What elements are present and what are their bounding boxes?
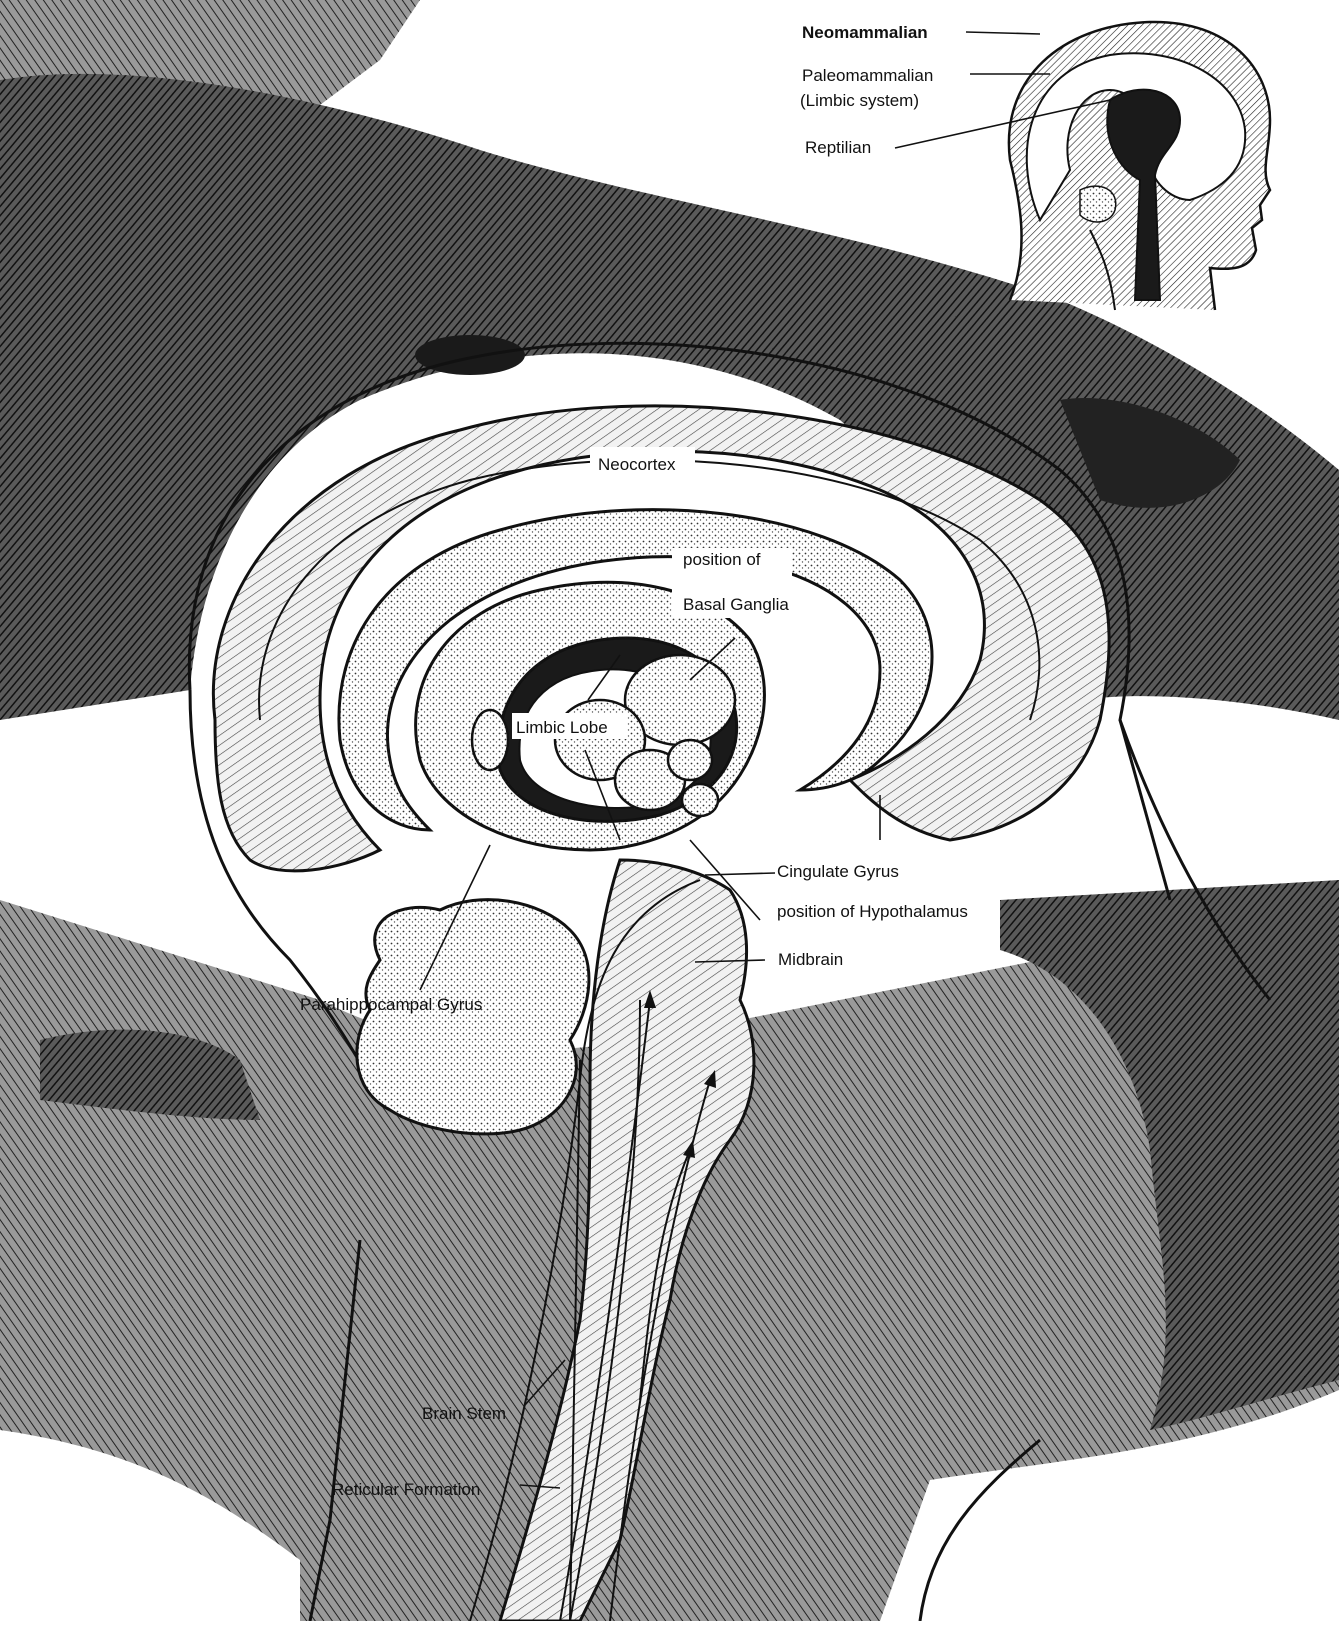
label-basal-ganglia: Basal Ganglia [683, 595, 789, 614]
label-limbic-system: (Limbic system) [800, 91, 919, 110]
parahippocampal-gyrus-shape [357, 900, 589, 1134]
label-cingulate-gyrus: Cingulate Gyrus [777, 862, 899, 881]
label-neomammalian: Neomammalian [802, 23, 928, 42]
inset-labels: Neomammalian Paleomammalian (Limbic syst… [800, 23, 933, 157]
label-brain-stem: Brain Stem [422, 1404, 506, 1423]
label-midbrain: Midbrain [778, 950, 843, 969]
label-paleomammalian: Paleomammalian [802, 66, 933, 85]
label-parahippocampal-gyrus: Parahippocampal Gyrus [300, 995, 482, 1014]
label-neocortex: Neocortex [598, 455, 676, 474]
inset-head-diagram [1009, 22, 1270, 310]
label-limbic-lobe: Limbic Lobe [516, 718, 608, 737]
label-position-of-basal: position of [683, 550, 761, 569]
label-hypothalamus: position of Hypothalamus [777, 902, 968, 921]
label-reptilian: Reptilian [805, 138, 871, 157]
label-reticular-formation: Reticular Formation [332, 1480, 480, 1499]
